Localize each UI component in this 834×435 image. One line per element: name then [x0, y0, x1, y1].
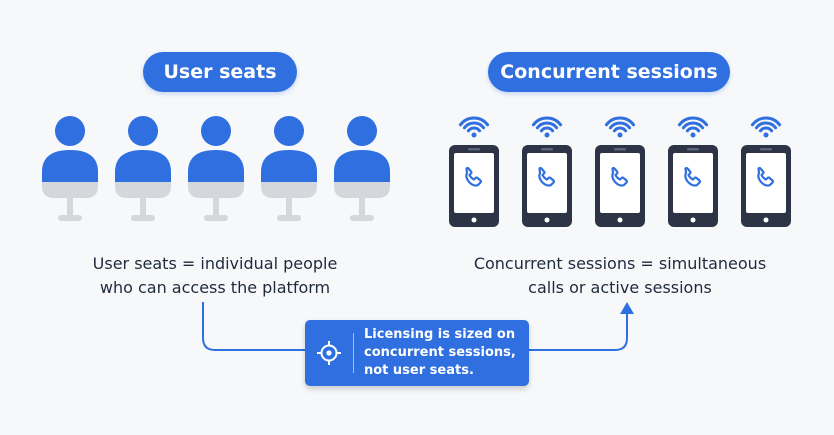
user-seats-caption: User seats = individual people who can a… — [80, 252, 350, 300]
phone-call-icon — [668, 116, 718, 227]
phone-call-icon — [741, 116, 791, 227]
wifi-signal-icon — [458, 116, 490, 138]
target-icon — [305, 320, 353, 386]
person-in-seat-icon — [188, 116, 244, 221]
user-seats-caption-line2: who can access the platform — [99, 278, 331, 297]
concurrent-sessions-title: Concurrent sessions — [488, 52, 730, 92]
concurrent-sessions-caption-line1: Concurrent sessions = simultaneous — [473, 254, 767, 273]
flow-connector-left — [202, 302, 305, 351]
callout-line2: concurrent sessions, — [364, 345, 516, 360]
user-seats-caption-line1: User seats = individual people — [92, 254, 338, 273]
wifi-signal-icon — [677, 116, 709, 138]
phone-call-icon — [449, 116, 499, 227]
user-seats-row — [42, 116, 390, 221]
arrowhead-icon — [620, 302, 634, 314]
flow-connector-right — [529, 312, 628, 351]
person-in-seat-icon — [334, 116, 390, 221]
callout-line1: Licensing is sized on — [364, 327, 516, 342]
person-in-seat-icon — [115, 116, 171, 221]
concurrent-sessions-caption-line2: calls or active sessions — [528, 278, 712, 297]
phone-call-icon — [522, 116, 572, 227]
wifi-signal-icon — [750, 116, 782, 138]
concurrent-sessions-row — [449, 116, 791, 227]
person-in-seat-icon — [42, 116, 98, 221]
callout-line3: not user seats. — [364, 363, 474, 378]
user-seats-title: User seats — [143, 52, 297, 92]
licensing-callout: Licensing is sized on concurrent session… — [305, 320, 529, 386]
wifi-signal-icon — [604, 116, 636, 138]
concurrent-sessions-caption: Concurrent sessions = simultaneous calls… — [460, 252, 780, 300]
wifi-signal-icon — [531, 116, 563, 138]
person-in-seat-icon — [261, 116, 317, 221]
phone-call-icon — [595, 116, 645, 227]
callout-divider — [353, 333, 354, 373]
callout-text: Licensing is sized on concurrent session… — [354, 326, 529, 380]
